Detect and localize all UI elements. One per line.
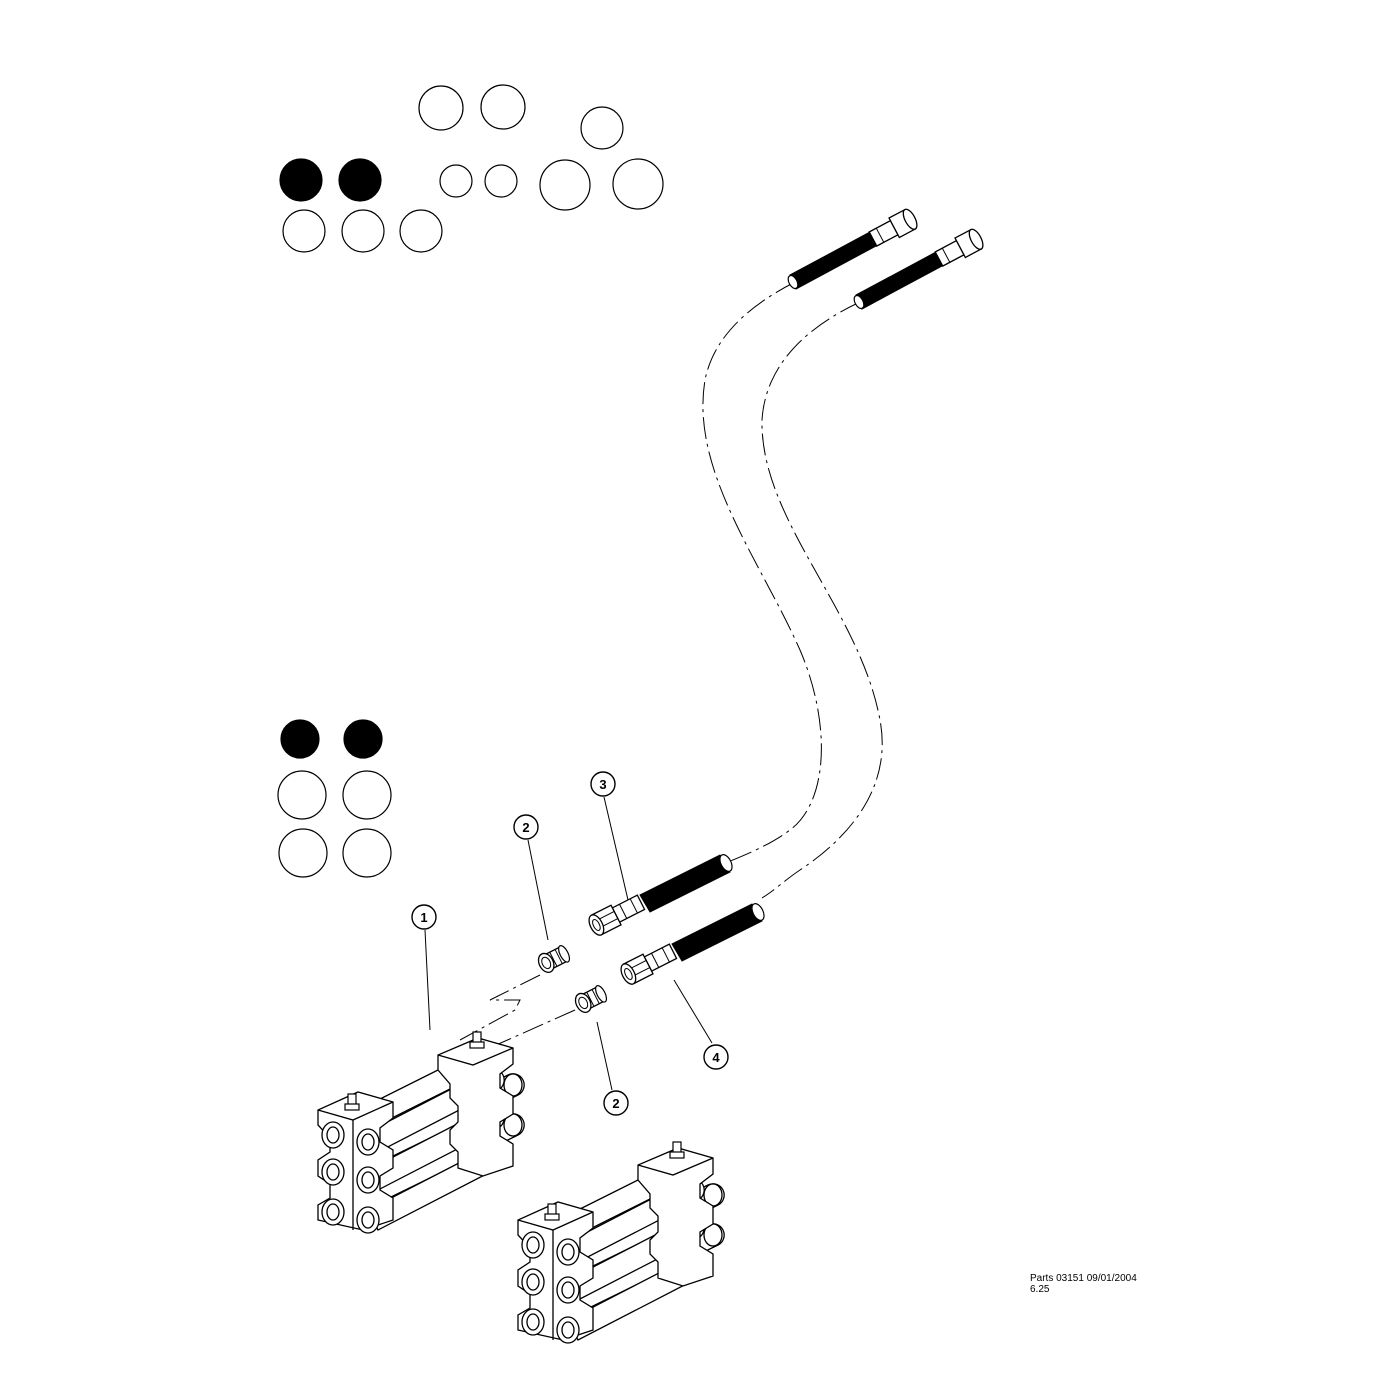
symbol-circle <box>342 828 392 878</box>
callout-2-upper-label: 2 <box>522 820 529 835</box>
callout-2-lower-label: 2 <box>612 1096 619 1111</box>
symbol-circle <box>342 770 392 820</box>
drawing-footer: Parts 03151 09/01/2004 6.25 <box>1030 1273 1137 1295</box>
symbol-circle <box>539 159 591 211</box>
symbol-circle <box>480 84 526 130</box>
callout-1-label: 1 <box>420 910 427 925</box>
callout-4-label: 4 <box>712 1050 720 1065</box>
symbol-circle-filled <box>280 719 320 759</box>
symbol-circle <box>484 164 518 198</box>
symbol-circle-filled <box>343 719 383 759</box>
symbol-circles-top <box>279 84 664 253</box>
symbol-circle <box>277 770 327 820</box>
footer-page-number: 6.25 <box>1030 1284 1050 1295</box>
symbol-circle <box>418 85 464 131</box>
adapter-upper <box>534 942 573 976</box>
symbol-circle <box>439 164 473 198</box>
hose-end-upper-left <box>787 208 918 290</box>
hose-item-3 <box>585 854 733 939</box>
symbol-circle <box>612 158 664 210</box>
hose-end-upper-right <box>853 228 984 310</box>
callout-3-label: 3 <box>599 777 606 792</box>
callout-2-lower: 2 <box>603 1090 629 1116</box>
adapter-lower <box>571 982 610 1016</box>
callout-1: 1 <box>411 904 437 930</box>
footer-parts-reference: Parts 03151 09/01/2004 <box>1030 1273 1137 1284</box>
symbol-circle <box>278 828 328 878</box>
callout-2-upper: 2 <box>513 814 539 840</box>
callout-4: 4 <box>703 1044 729 1070</box>
clamp-assembly-right <box>517 1141 725 1344</box>
symbol-circles-bottom <box>277 719 392 878</box>
leader-lines <box>424 796 713 1091</box>
symbol-circle <box>282 209 326 253</box>
symbol-circle-filled <box>338 158 382 202</box>
symbol-circle <box>399 209 443 253</box>
hose-item-4 <box>617 903 765 988</box>
symbol-circle-filled <box>279 158 323 202</box>
clamp-assembly-left <box>317 1031 525 1234</box>
hose-centerlines <box>459 281 883 1051</box>
symbol-circle <box>580 106 624 150</box>
callout-3: 3 <box>590 771 616 797</box>
symbol-circle <box>341 209 385 253</box>
